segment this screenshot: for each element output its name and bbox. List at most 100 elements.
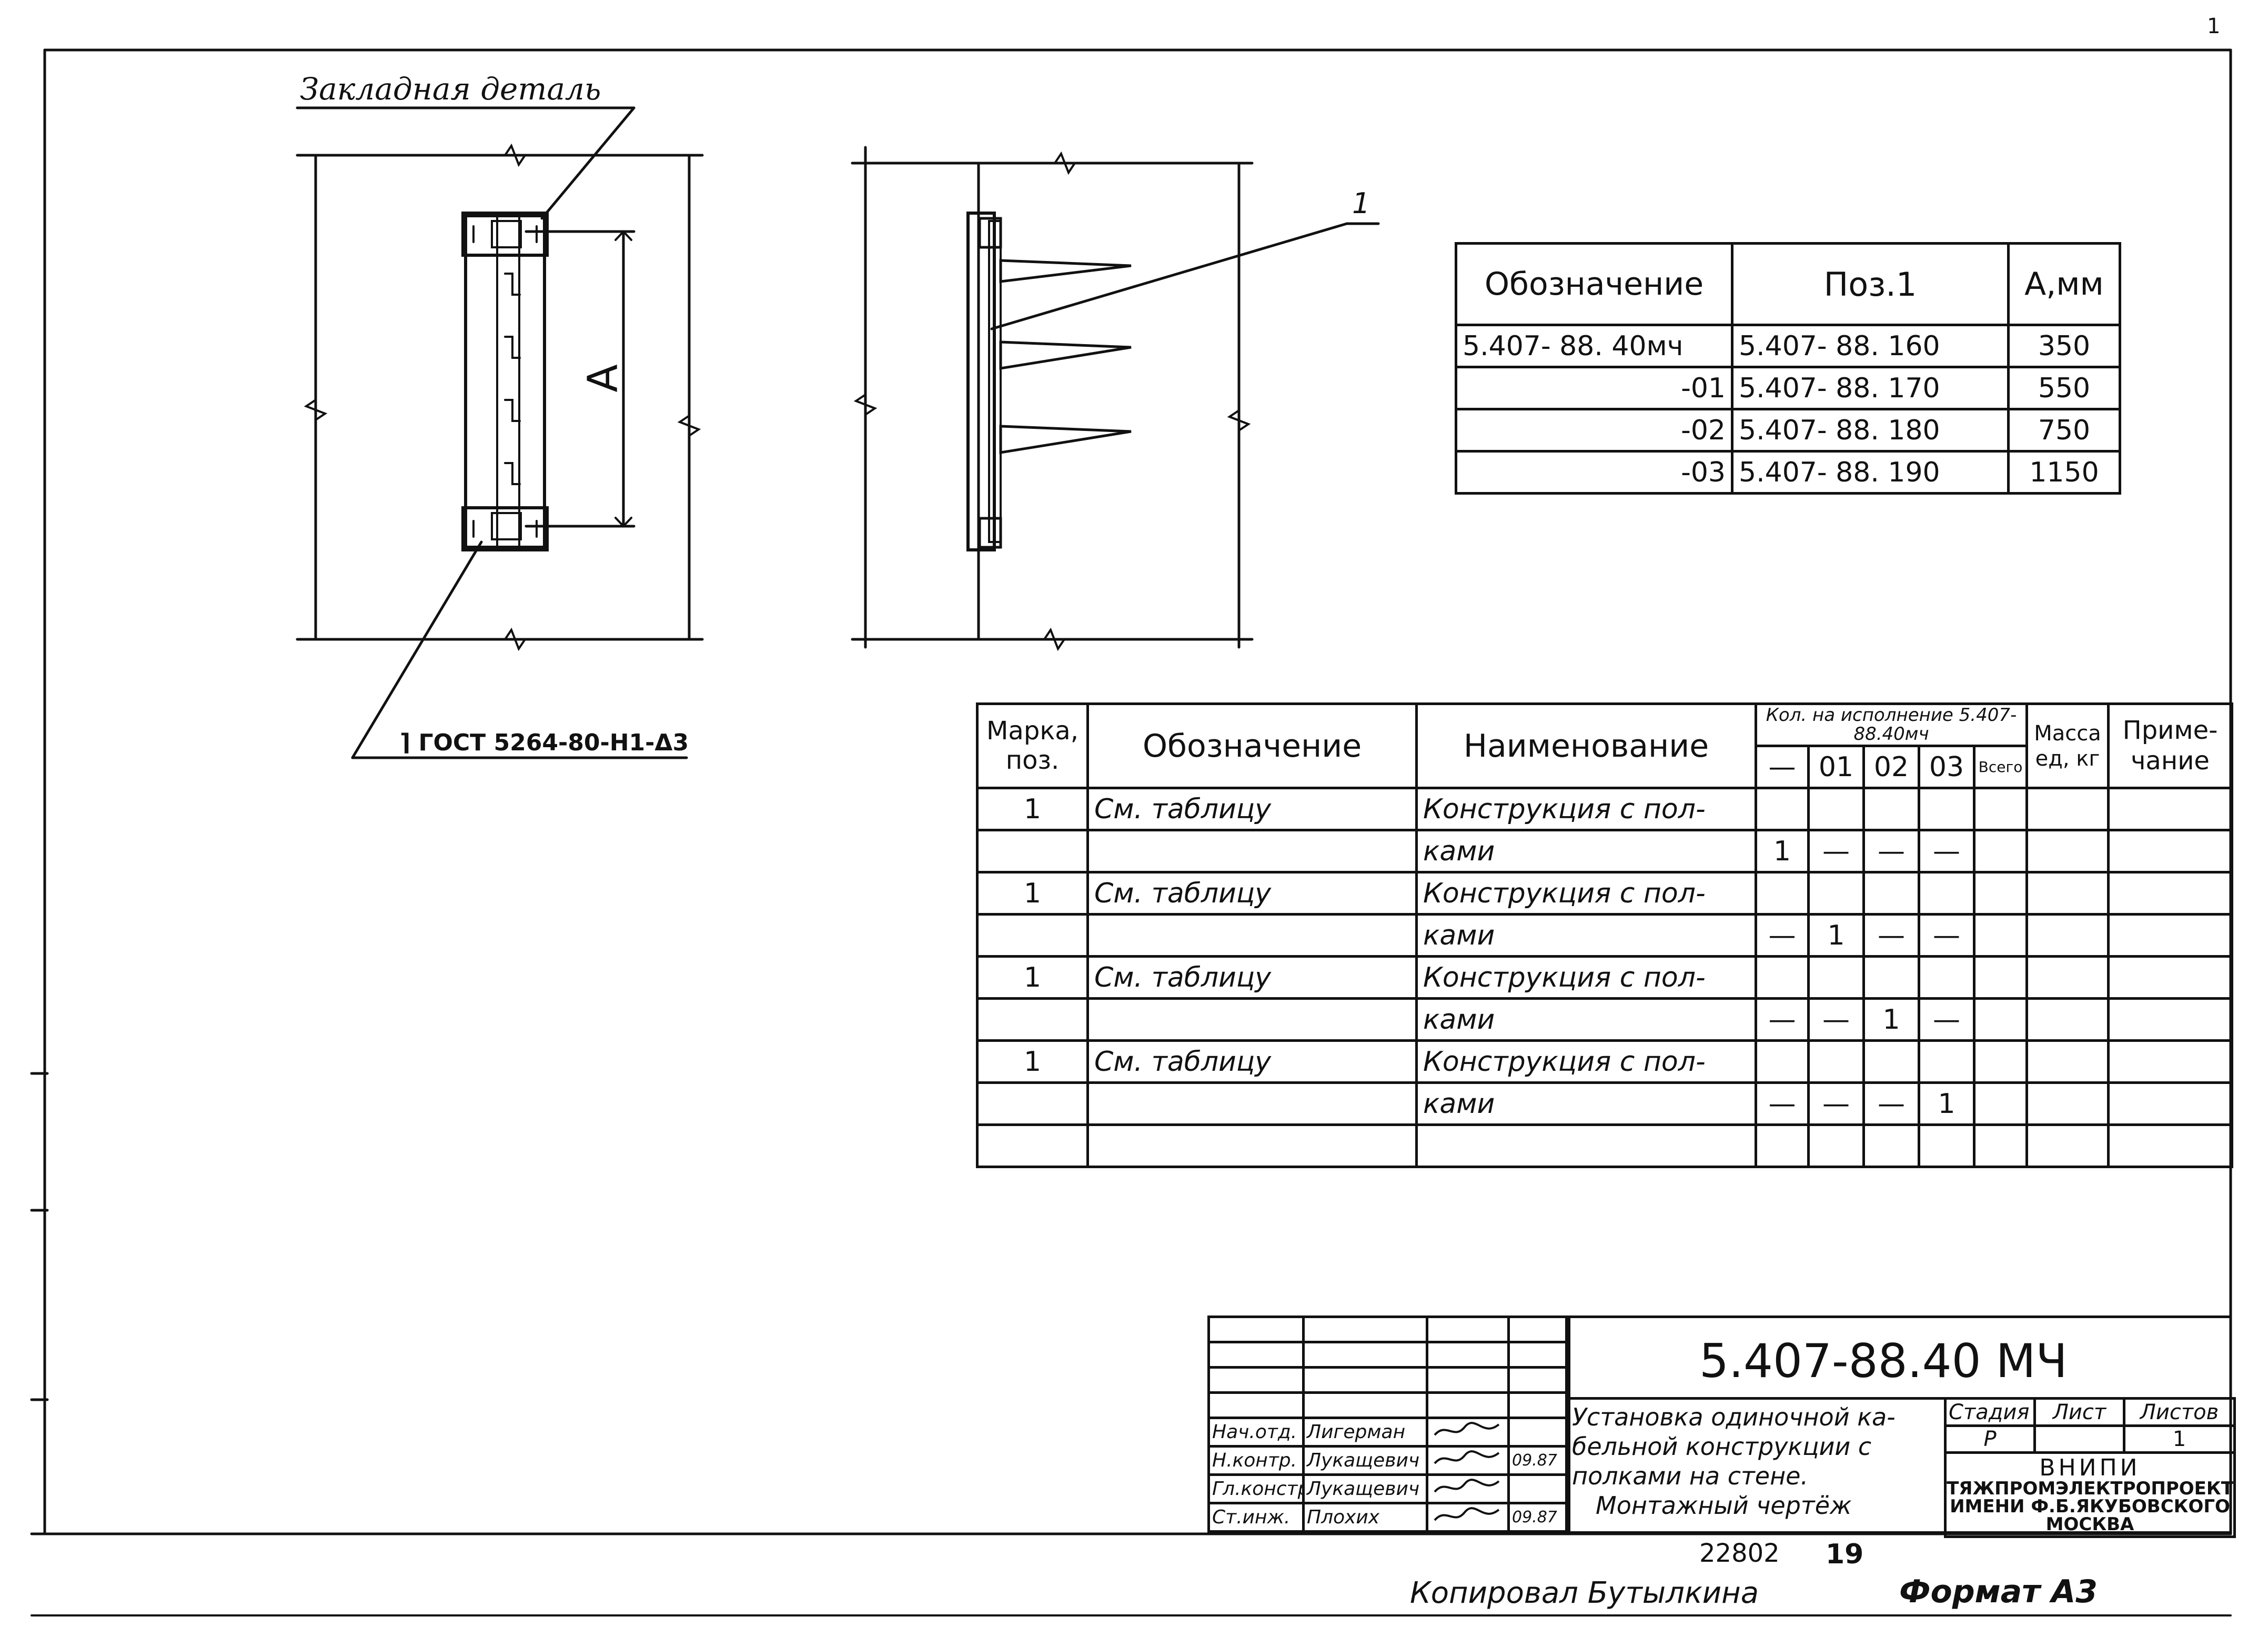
spec-cell-qty — [1918, 1039, 1975, 1084]
spec-cell-qty — [1972, 787, 2029, 831]
spec-table: Марка, поз. Обозначение Наименование Кол… — [976, 702, 2234, 1168]
spec-cell-mark — [976, 1123, 1089, 1168]
spec-cell-qty: — — [1807, 1081, 1865, 1126]
spec-cell-qty — [1755, 787, 1810, 831]
spec-cell-note — [2107, 871, 2234, 916]
spec-cell-mark: 1 — [976, 871, 1089, 916]
spec-cell-designation: См. таблицу — [1086, 871, 1418, 916]
spec-cell-qty — [1807, 1039, 1865, 1084]
spec-cell-designation — [1086, 913, 1418, 958]
spec-cell-qty — [1918, 955, 1975, 1000]
stage-value: Р — [1944, 1424, 2036, 1454]
variant-cell: 1150 — [2007, 450, 2121, 495]
spec-cell-qty — [1807, 787, 1865, 831]
spec-cell-name: ками — [1415, 829, 1757, 873]
spec-cell-mark: 1 — [976, 955, 1089, 1000]
spec-cell-qty — [1862, 787, 1920, 831]
spec-cell-qty: — — [1755, 997, 1810, 1042]
spec-row: ками—1—— — [976, 913, 2234, 958]
signature-scribble-icon — [1434, 1422, 1500, 1436]
spec-cell-qty: 1 — [1918, 1081, 1975, 1126]
spec-cell-qty — [1972, 871, 2029, 916]
organization-line: ИМЕНИ Ф.Б.ЯКУБОВСКОГО — [1950, 1495, 2230, 1517]
variant-cell: 5.407- 88. 190 — [1731, 450, 2010, 495]
signature-cell — [1302, 1315, 1428, 1343]
spec-cell-qty — [1972, 955, 2029, 1000]
variant-header-pos: Поз.1 — [1731, 242, 2010, 326]
stage-header: Стадия — [1944, 1397, 2036, 1427]
signature-cell — [1507, 1366, 1570, 1394]
spec-cell-qty — [1862, 871, 1920, 916]
variant-cell: -02 — [1455, 408, 1733, 453]
spec-header-qty-col: Всего — [1972, 745, 2029, 789]
signature-row-blank — [1207, 1315, 1570, 1343]
signature-name: Лукащевич — [1302, 1473, 1428, 1504]
signature-mark — [1426, 1502, 1510, 1533]
sheet-header: Лист — [2033, 1397, 2125, 1427]
signature-row-blank — [1207, 1341, 1570, 1369]
signature-cell — [1507, 1341, 1570, 1369]
right-view-outline — [851, 146, 1380, 651]
spec-cell-designation: См. таблицу — [1086, 787, 1418, 831]
spec-cell-mass — [2025, 955, 2110, 1000]
spec-header-mass: Масса ед, кг — [2025, 702, 2110, 789]
signature-role: Нач.отд. — [1207, 1417, 1305, 1448]
variant-cell: 5.407- 88. 170 — [1731, 366, 2010, 410]
spec-cell-designation — [1086, 1123, 1418, 1168]
spec-cell-qty — [1918, 787, 1975, 831]
spec-cell-mass — [2025, 1081, 2110, 1126]
spec-cell-name: Конструкция с пол- — [1415, 1039, 1757, 1084]
variant-cell: 5.407- 88. 160 — [1731, 324, 2010, 368]
copied-by: Копировал Бутылкина — [1410, 1576, 1759, 1610]
signature-date: 09.87 — [1507, 1502, 1570, 1533]
signature-row-blank — [1207, 1391, 1570, 1419]
spec-cell-qty: — — [1862, 829, 1920, 873]
spec-cell-note — [2107, 913, 2234, 958]
spec-cell-mass — [2025, 787, 2110, 831]
signature-cell — [1207, 1341, 1305, 1369]
sheet-number: 19 — [1826, 1539, 1864, 1570]
sheet-format: Формат А3 — [1899, 1573, 2098, 1610]
spec-cell-qty — [1755, 1123, 1810, 1168]
variant-cell: -01 — [1455, 366, 1733, 410]
spec-cell-name — [1415, 1123, 1757, 1168]
spec-cell-name: Конструкция с пол- — [1415, 871, 1757, 916]
inventory-number: 22802 — [1699, 1539, 1780, 1568]
spec-cell-note — [2107, 997, 2234, 1042]
variant-cell: 550 — [2007, 366, 2121, 410]
callout-weld-gost: ⌉ ГОСТ 5264-80-Н1-Δ3 — [400, 729, 689, 756]
spec-cell-name: Конструкция с пол- — [1415, 787, 1757, 831]
spec-cell-designation — [1086, 1081, 1418, 1126]
dimension-label-a: A — [579, 364, 627, 393]
spec-cell-qty: — — [1862, 1081, 1920, 1126]
spec-header-name: Наименование — [1415, 702, 1757, 789]
position-label-1: 1 — [1352, 187, 1370, 220]
spec-cell-designation — [1086, 829, 1418, 873]
signature-date — [1507, 1417, 1570, 1448]
spec-cell-name: ками — [1415, 997, 1757, 1042]
variant-cell: -03 — [1455, 450, 1733, 495]
signature-cell — [1426, 1366, 1510, 1394]
document-title-line: Монтажный чертёж — [1596, 1491, 1852, 1520]
title-block-code-cell: 5.407-88.40 МЧ — [1568, 1318, 2233, 1400]
spec-cell-note — [2107, 955, 2234, 1000]
signature-cell — [1426, 1315, 1510, 1343]
spec-row: ками——1— — [976, 997, 2234, 1042]
spec-cell-qty — [1972, 913, 2029, 958]
spec-cell-qty — [1862, 1123, 1920, 1168]
variant-table: Обозначение Поз.1 A,мм 5.407- 88. 40мч 5… — [1455, 242, 2121, 495]
document-title: Установка одиночной ка- бельной конструк… — [1572, 1402, 1940, 1520]
organization: ВНИПИ ТЯЖПРОМЭЛЕКТРОПРОЕКТ ИМЕНИ Ф.Б.ЯКУ… — [1944, 1451, 2236, 1538]
sheets-value: 1 — [2123, 1424, 2236, 1454]
spec-cell-qty: 1 — [1755, 829, 1810, 873]
stage-table: Стадия Лист Листов Р 1 ВНИПИ ТЯЖПРОМЭЛЕК… — [1944, 1397, 2236, 1538]
spec-header-qty-col: 02 — [1862, 745, 1920, 789]
spec-cell-qty — [1862, 955, 1920, 1000]
